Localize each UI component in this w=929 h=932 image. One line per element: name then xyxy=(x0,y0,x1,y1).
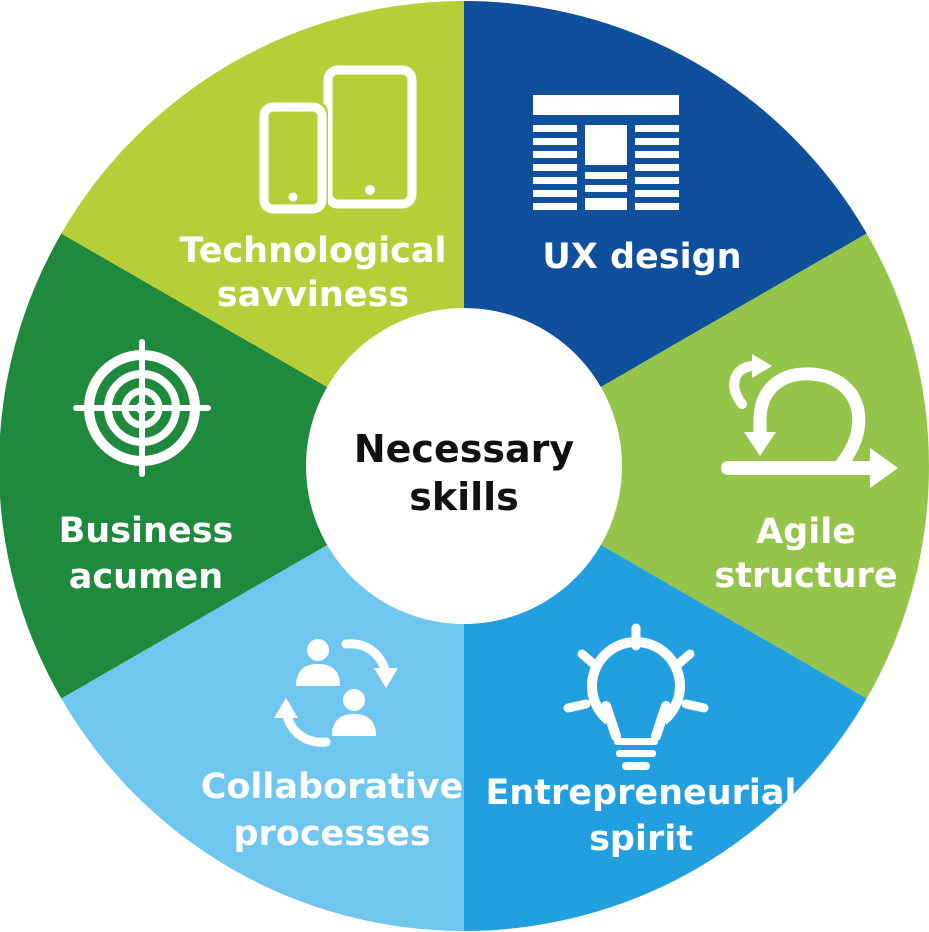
label-agile-structure-line2: structure xyxy=(714,556,897,596)
loop-arrow-icon xyxy=(721,354,898,488)
center-title-line2: skills xyxy=(409,475,519,519)
label-business-acumen-line1: Business xyxy=(59,511,234,551)
center-circle xyxy=(306,308,622,624)
people-cycle-icon xyxy=(274,639,398,747)
label-collaborative-processes-line1: Collaborative xyxy=(201,767,464,807)
label-entrepreneurial-spirit-line2: spirit xyxy=(589,819,693,859)
segment-agile-structure xyxy=(464,233,929,699)
label-collaborative-processes-line2: processes xyxy=(233,814,430,854)
center-title-line1: Necessary xyxy=(354,427,574,471)
label-agile-structure-line1: Agile xyxy=(756,512,856,552)
layout-icon xyxy=(533,95,679,210)
label-entrepreneurial-spirit-line1: Entrepreneurial xyxy=(485,773,796,813)
label-technological-savviness-line2: savviness xyxy=(217,275,409,315)
label-business-acumen-line2: acumen xyxy=(69,557,223,597)
label-technological-savviness-line1: Technological xyxy=(179,231,446,271)
target-icon xyxy=(73,339,211,477)
lightbulb-icon xyxy=(563,623,709,770)
label-ux-design: UX design xyxy=(542,237,741,277)
segment-business-acumen xyxy=(0,233,464,699)
devices-icon xyxy=(258,65,417,214)
